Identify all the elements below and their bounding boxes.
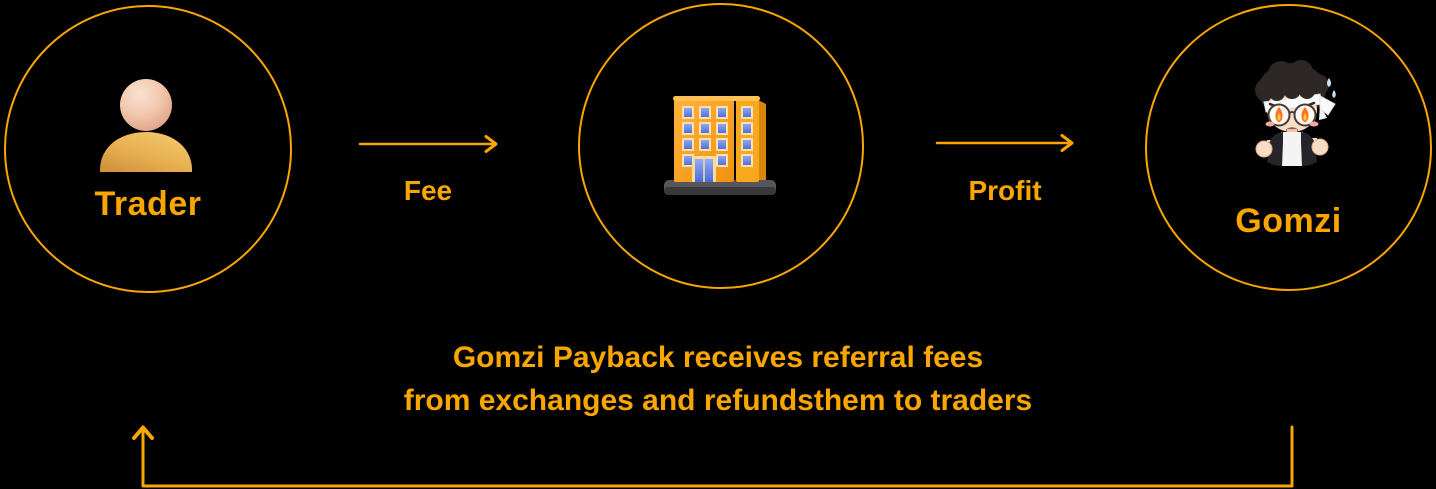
fee-label: Fee	[403, 175, 453, 206]
node-exchange-circle	[578, 3, 864, 289]
trader-label: Trader	[94, 185, 202, 223]
gomzi-character-icon	[1237, 58, 1347, 195]
person-3d-icon	[98, 74, 194, 179]
profit-arrow	[935, 134, 1074, 152]
fee-arrow	[358, 135, 498, 153]
profit-label: Profit	[968, 175, 1042, 206]
node-trader-circle	[4, 5, 292, 293]
building-3d-icon	[658, 94, 782, 203]
caption-line-1: Gomzi Payback receives referral fees	[452, 341, 984, 374]
payback-return-arrow	[132, 425, 1294, 488]
gomzi-label: Gomzi	[1235, 202, 1342, 240]
caption-line-2: from exchanges and refundsthem to trader…	[403, 384, 1033, 417]
node-gomzi-circle	[1145, 4, 1432, 291]
caption: Gomzi Payback receives referral fees fro…	[0, 336, 1436, 422]
